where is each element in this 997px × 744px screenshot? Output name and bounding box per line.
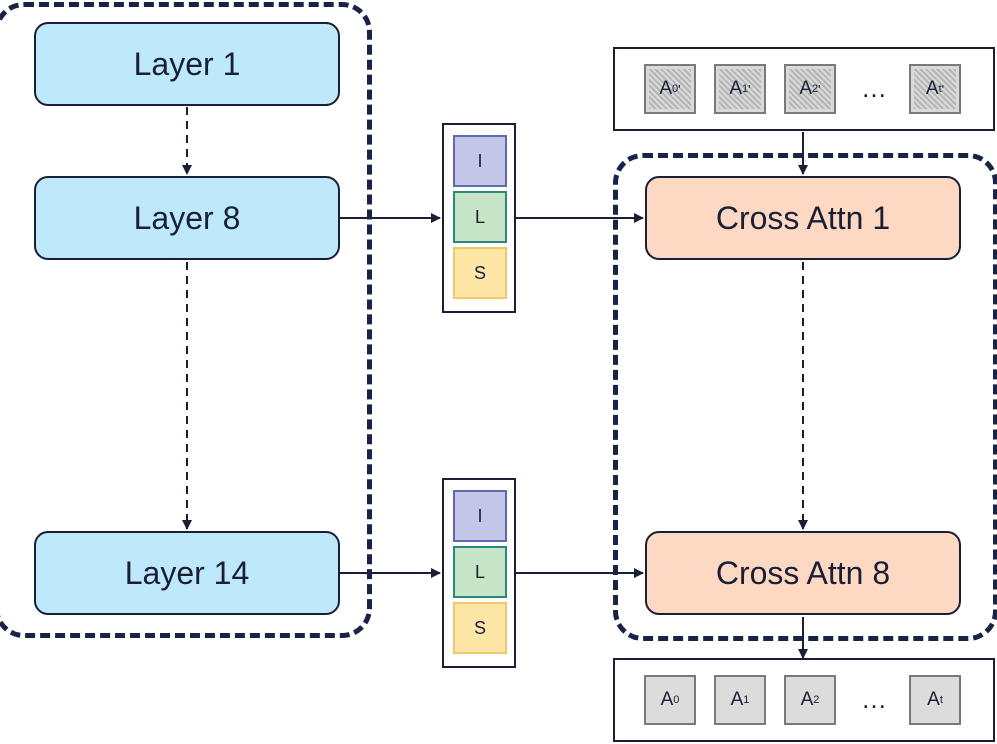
ils-cell-l: L — [453, 546, 507, 598]
layer-8-node: Layer 8 — [34, 176, 340, 260]
ils-stack-bottom: I L S — [442, 478, 516, 668]
ellipsis: … — [861, 73, 887, 103]
ils-cell-i: I — [453, 135, 507, 187]
ils-cell-s: S — [453, 247, 507, 299]
layer-1-node: Layer 1 — [34, 22, 340, 106]
cross-attn-8-node: Cross Attn 8 — [645, 531, 961, 615]
ils-cell-i: I — [453, 490, 507, 542]
encoder-layers-group — [0, 2, 372, 638]
ils-cell-l: L — [453, 191, 507, 243]
ellipsis: … — [861, 684, 887, 714]
ils-cell-s: S — [453, 602, 507, 654]
ils-stack-top: I L S — [442, 123, 516, 313]
layer-14-node: Layer 14 — [34, 531, 340, 615]
cross-attn-1-node: Cross Attn 1 — [645, 176, 961, 260]
cross-attn-group — [613, 153, 997, 641]
